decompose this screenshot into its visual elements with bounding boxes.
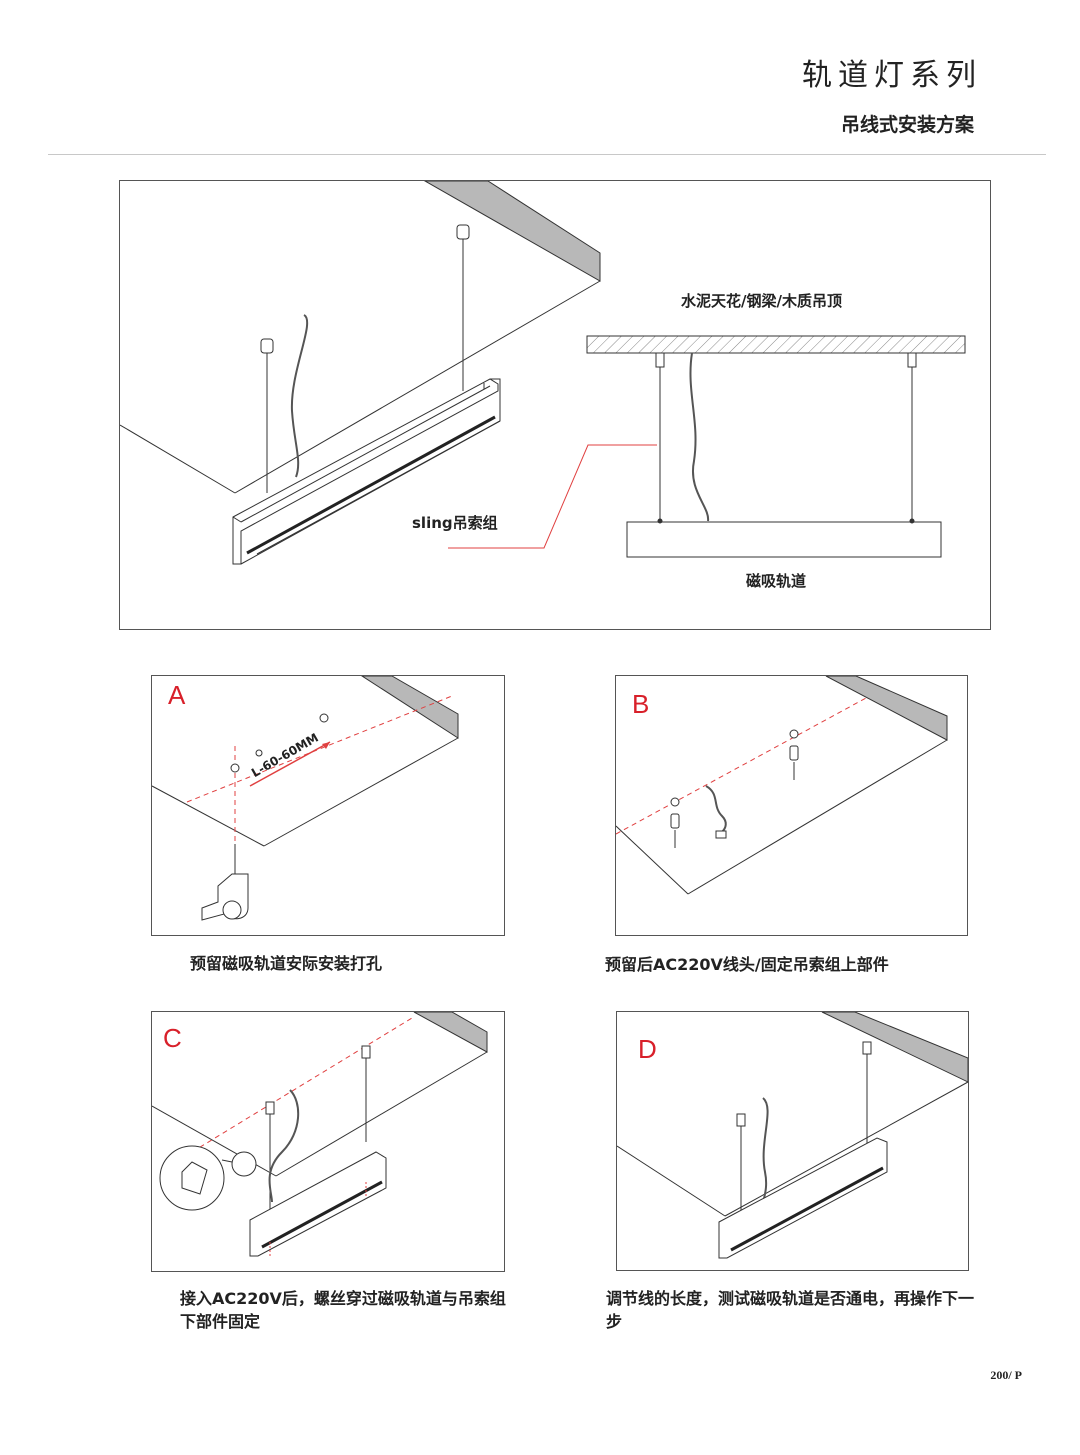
step-c-drawing (152, 1012, 488, 1257)
ceiling-slab (120, 181, 601, 494)
series-title: 轨道灯系列 (802, 58, 982, 93)
page-number: 200/ P (990, 1368, 1022, 1382)
header-divider (48, 154, 1046, 155)
perspective-track (232, 378, 501, 565)
ceiling-type-label: 水泥天花/钢梁/木质吊顶 (681, 292, 842, 310)
step-d-letter: D (638, 1034, 657, 1064)
step-c-figure (151, 1011, 505, 1272)
step-b-drawing (616, 676, 948, 895)
perspective-cables (260, 224, 470, 493)
step-a-caption: 预留磁吸轨道安际安装打孔 (190, 954, 383, 973)
step-b-letter: B (632, 689, 650, 719)
step-a-drawing (152, 676, 459, 921)
step-b-caption: 预留后AC220V线头/固定吊索组上部件 (605, 955, 889, 974)
step-d-figure (616, 1011, 969, 1271)
step-c-caption: 接入AC220V后，螺丝穿过磁吸轨道与吊索组下部件固定 (180, 1289, 506, 1331)
step-d-caption: 调节线的长度，测试磁吸轨道是否通电，再操作下一步 (606, 1289, 975, 1331)
sling-leader-line (448, 444, 657, 549)
step-c-letter: C (163, 1023, 182, 1053)
sling-set-label: sling吊索组 (412, 514, 498, 532)
step-b-figure (615, 675, 968, 936)
step-a-letter: A (168, 680, 186, 710)
main-installation-figure (119, 180, 991, 630)
page-subtitle: 吊线式安装方案 (840, 114, 974, 136)
elevation-drawing (586, 335, 966, 558)
step-d-drawing (617, 1012, 968, 1259)
main-figure-drawing (120, 181, 966, 565)
step-a-figure (151, 675, 505, 936)
magnetic-track-label: 磁吸轨道 (746, 572, 807, 590)
